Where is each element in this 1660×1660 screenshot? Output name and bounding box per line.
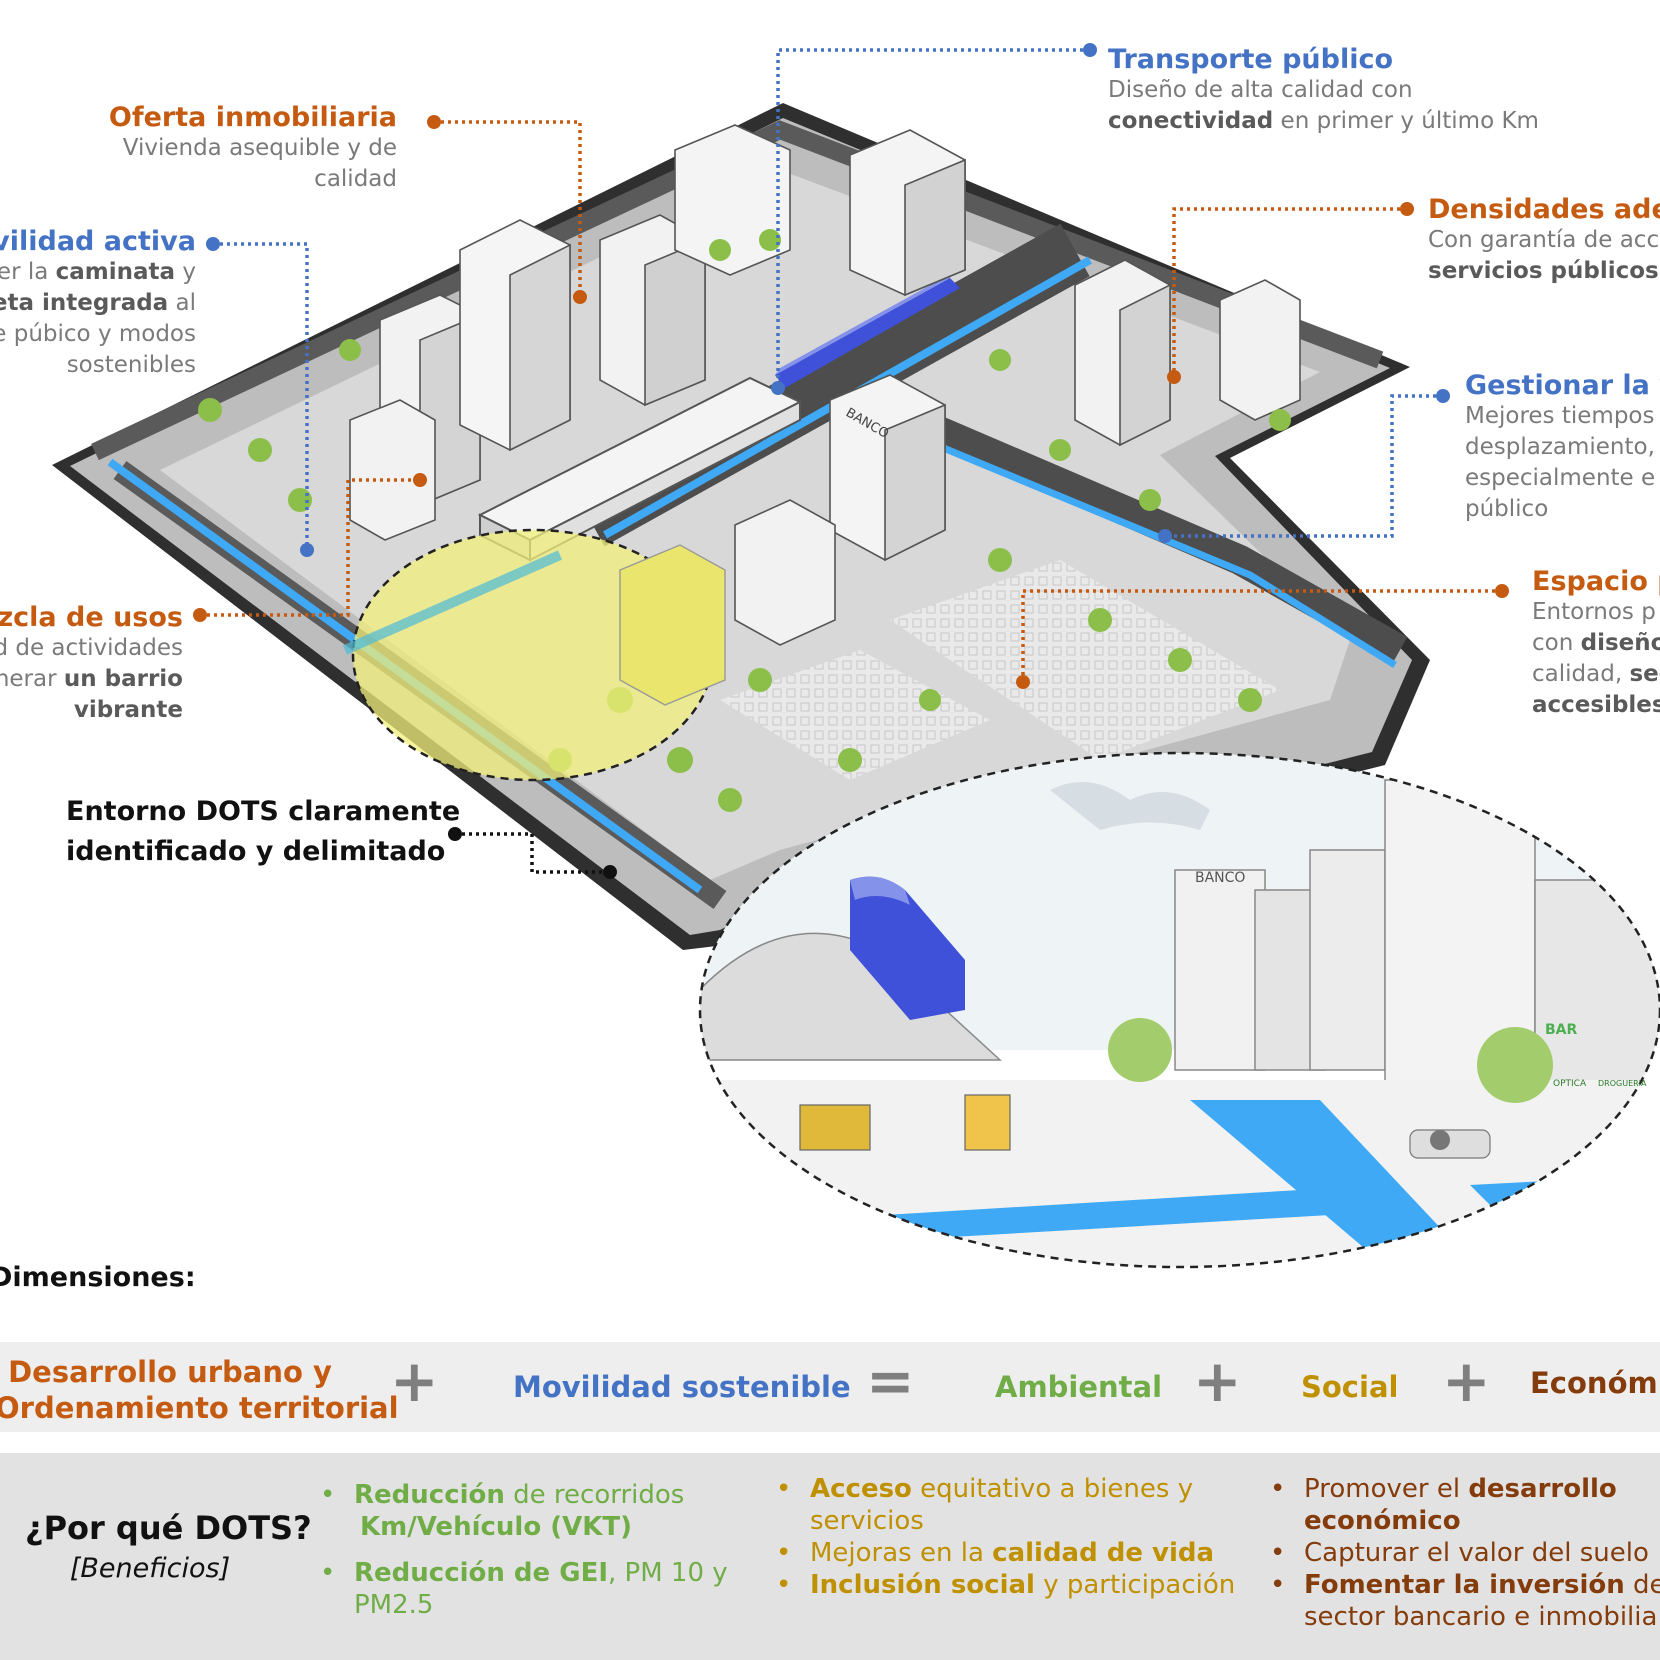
benefit-item-cont: sector bancario e inmobilia [1304, 1602, 1658, 1632]
callout-mezcla-line2: enerar un barrio [0, 666, 183, 692]
callout-espacio-line3: calidad, seg [1532, 661, 1660, 687]
benefit-item: •Promover el desarrollo [1270, 1474, 1617, 1504]
equals-sign: = [866, 1347, 915, 1415]
bike-lane-right [898, 426, 1397, 668]
callout-movilidad-activa: ovilidad activa ver la caminata y leta i… [0, 226, 196, 381]
benefit-item-cont: servicios [810, 1506, 924, 1536]
callout-transporte: Transporte público Diseño de alta calida… [1108, 44, 1539, 137]
benefit-item: •Reducción de GEI, PM 10 y [320, 1558, 728, 1588]
callout-movilidad-line4: sostenibles [66, 352, 196, 378]
benefit-item: •Capturar el valor del suelo [1270, 1538, 1649, 1568]
dimension-social: Social [1301, 1370, 1399, 1404]
why-subtitle: [Beneficios] [69, 1553, 231, 1584]
callout-densidades-line2: servicios públicos [1428, 258, 1659, 284]
dimension-urbano-line2: Ordenamiento territorial [0, 1391, 399, 1425]
why-title: ¿Por qué DOTS? [25, 1509, 312, 1547]
benefit-item: •Fomentar la inversión del [1270, 1570, 1660, 1600]
callout-gestionar-line4: público [1465, 496, 1549, 522]
callout-gestionar-title: Gestionar la ve [1465, 370, 1660, 401]
callout-movilidad-title: ovilidad activa [0, 226, 196, 257]
callout-mezcla: Mezcla de usos d de actividades enerar u… [0, 602, 183, 726]
benefit-item: •Inclusión social y participación [776, 1570, 1236, 1600]
dimension-urbano: Desarrollo urbano y Ordenamiento territo… [0, 1354, 399, 1426]
street-view-oval [698, 751, 1660, 1269]
benefit-item: •Mejoras en la calidad de vida [776, 1538, 1215, 1568]
sign-optica: OPTICA [1553, 1079, 1587, 1089]
sign-banco-street: BANCO [1195, 870, 1245, 886]
callout-espacio-line4: accesibles [1532, 692, 1660, 718]
benefits-social: •Acceso equitativo a bienes y servicios … [772, 1473, 1235, 1601]
callout-movilidad-line2: leta integrada al [0, 290, 196, 316]
dimension-movilidad: Movilidad sostenible [513, 1370, 851, 1404]
dimension-economico: Económic [1530, 1366, 1660, 1400]
benefit-item: •Reducción de recorridos [320, 1480, 685, 1510]
callout-oferta-line2: calidad [314, 166, 397, 192]
callout-densidades-title: Densidades adec [1428, 194, 1660, 225]
callout-gestionar-line3: especialmente e [1465, 465, 1656, 491]
public-plaza [890, 560, 1280, 760]
benefit-item-cont: económico [1304, 1506, 1461, 1536]
callout-mezcla-line1: d de actividades [0, 635, 183, 661]
callout-densidades: Densidades adec Con garantía de acc serv… [1428, 194, 1660, 287]
callout-espacio: Espacio p Entornos p con diseño calidad,… [1532, 566, 1660, 721]
benefits-ambiental: •Reducción de recorridos Km/Vehículo (VK… [316, 1479, 728, 1621]
callout-transporte-line2: conectividad en primer y último Km [1108, 108, 1539, 134]
callout-entorno-line1: Entorno DOTS claramente [66, 796, 461, 827]
why-dots-panel: ¿Por qué DOTS? [Beneficios] •Reducción d… [0, 1453, 1660, 1660]
callout-oferta: Oferta inmobiliaria Vivienda asequible y… [109, 102, 397, 195]
callout-entorno-line2: identificado y delimitado [66, 836, 446, 867]
callout-oferta-title: Oferta inmobiliaria [108, 102, 397, 133]
callout-gestionar-line2: desplazamiento, [1465, 434, 1655, 460]
callout-gestionar: Gestionar la ve Mejores tiempos desplaza… [1465, 370, 1660, 525]
plus-sign: + [1442, 1347, 1491, 1415]
leader-dots [193, 43, 1509, 879]
callout-espacio-title: Espacio p [1532, 566, 1660, 597]
benefits-economico: •Promover el desarrollo económico •Captu… [1266, 1473, 1660, 1633]
callout-gestionar-line1: Mejores tiempos [1465, 403, 1655, 429]
callout-espacio-line1: Entornos p [1532, 599, 1656, 625]
dimension-ambiental: Ambiental [995, 1370, 1163, 1404]
plus-sign: + [390, 1347, 439, 1415]
benefit-item-cont: Km/Vehículo (VKT) [360, 1512, 633, 1542]
callout-mezcla-title: Mezcla de usos [0, 602, 183, 633]
tram [775, 272, 960, 388]
callout-transporte-title: Transporte público [1108, 44, 1394, 75]
dimensions-bar: Desarrollo urbano y Ordenamiento territo… [0, 1342, 1660, 1432]
callout-mezcla-line3: vibrante [73, 697, 183, 723]
callout-densidades-line1: Con garantía de acc [1428, 227, 1660, 253]
callout-movilidad-line3: e púbico y modos [0, 321, 196, 347]
callout-transporte-line1: Diseño de alta calidad con [1108, 77, 1413, 103]
why-title-block: ¿Por qué DOTS? [Beneficios] [25, 1509, 312, 1584]
leader-lines [200, 48, 1502, 874]
benefit-item: •Acceso equitativo a bienes y [776, 1474, 1194, 1504]
buildings [349, 124, 1301, 646]
callout-espacio-line2: con diseño [1532, 630, 1660, 656]
plus-sign: + [1193, 1347, 1242, 1415]
dimensions-heading: Dimensiones: [0, 1262, 196, 1293]
dimension-urbano-line1: Desarrollo urbano y [8, 1355, 332, 1389]
sign-bar: BAR [1545, 1022, 1578, 1038]
sign-drogueria: DROGUERIA [1598, 1079, 1647, 1088]
callout-movilidad-line1: ver la caminata y [0, 259, 196, 285]
benefit-item-cont: PM2.5 [354, 1590, 434, 1620]
callout-oferta-line1: Vivienda asequible y de [122, 135, 397, 161]
callout-entorno: Entorno DOTS claramente identificado y d… [66, 792, 460, 872]
elevated-station [477, 376, 803, 562]
